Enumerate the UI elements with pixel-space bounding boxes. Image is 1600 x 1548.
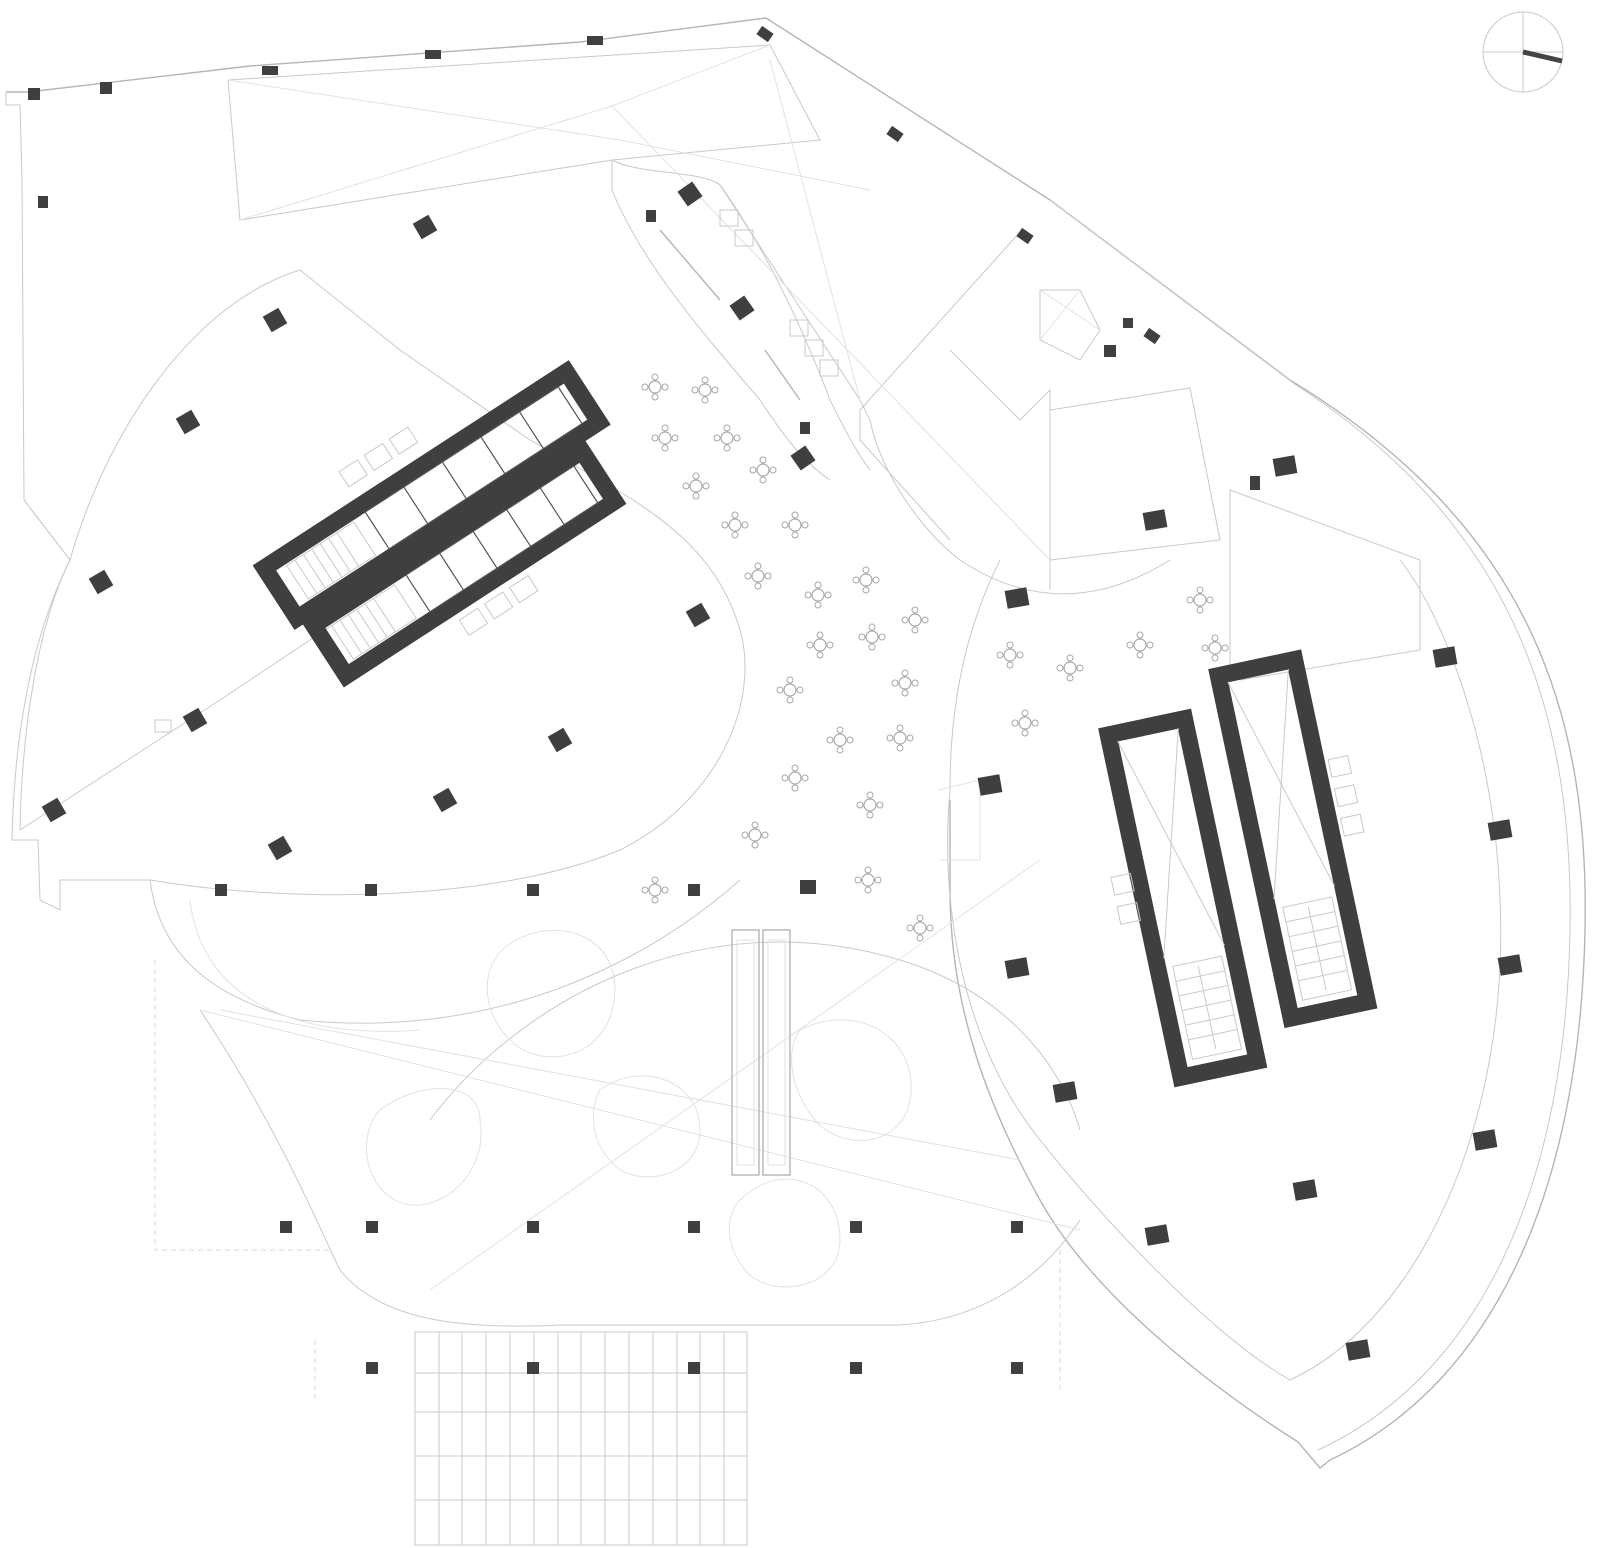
west-core	[252, 360, 627, 688]
rotated-columns	[41, 25, 1523, 1361]
north-arrow-icon	[1482, 11, 1564, 93]
stair-icon	[1172, 896, 1353, 1061]
stair-icon	[285, 521, 418, 660]
building-outline	[5, 17, 1586, 1469]
toilet-fixtures	[646, 209, 1260, 490]
south-atrium	[154, 859, 1081, 1400]
structural-columns	[28, 36, 1023, 1374]
east-wing	[937, 559, 1502, 1381]
table-set-icon	[641, 373, 1229, 942]
east-core	[1098, 649, 1378, 1088]
escalator-icon	[731, 929, 791, 1176]
north-zone	[227, 44, 1421, 681]
